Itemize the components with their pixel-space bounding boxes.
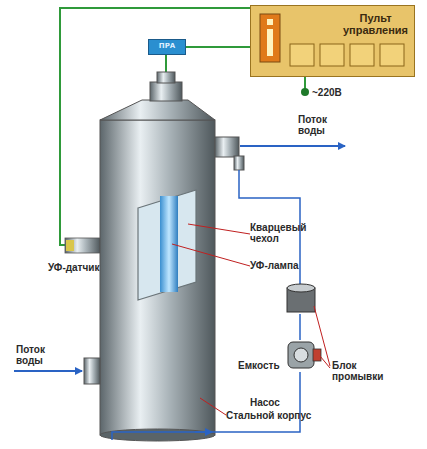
outlet-pipe (215, 137, 239, 157)
leader-line (314, 306, 330, 366)
part-label: Поток воды (298, 114, 343, 136)
leader-line (172, 244, 250, 266)
part-label: УФ-лампа (250, 260, 320, 271)
part-label: Насос (250, 397, 300, 408)
sensor-pipe (65, 238, 100, 253)
pump-valve (313, 349, 321, 361)
power-terminal (301, 88, 309, 96)
panel-button (380, 44, 404, 66)
node-text: ПРА (149, 42, 185, 50)
info-icon (260, 14, 280, 62)
outflow-arrow (240, 145, 345, 147)
part-label: Кварцевый чехол (250, 222, 312, 244)
wash-arrow (195, 431, 212, 433)
leader-line (200, 398, 226, 415)
info-dot (267, 19, 273, 25)
body-bottom (100, 429, 215, 441)
pump-impeller (294, 348, 308, 362)
steel-body (100, 120, 215, 435)
tank (287, 288, 315, 312)
lamp-wire (165, 55, 167, 75)
sensor-wire (60, 8, 262, 245)
part-label: Поток воды (16, 344, 61, 366)
panel-button (320, 44, 344, 66)
part-label: Емкость (238, 360, 298, 371)
sensor-head (66, 240, 74, 251)
power-wire (304, 77, 306, 90)
cutaway (138, 190, 196, 300)
part-label: ~220В (312, 87, 362, 98)
wash-line (299, 314, 301, 340)
panel-button (290, 44, 314, 66)
control-wire (186, 47, 250, 48)
pump (288, 342, 314, 368)
part-label: Стальной корпус (226, 410, 336, 421)
control-panel: Пульт управления (250, 5, 415, 77)
panel-button (350, 44, 374, 66)
node-text: Пульт управления (343, 12, 408, 36)
ballast-box: ПРА (148, 39, 186, 55)
drain-pipe (234, 156, 244, 170)
leader-line (320, 356, 330, 368)
part-label: Блок промывки (332, 360, 387, 382)
tank-top (287, 284, 315, 292)
inlet-pipe (84, 358, 100, 384)
body-top (100, 100, 215, 120)
inflow-arrow (14, 370, 82, 372)
uv-lamp (160, 196, 178, 292)
part-label: УФ-датчик (48, 262, 118, 273)
cap (150, 82, 182, 101)
cap-nozzle (157, 72, 175, 83)
leader-line (188, 224, 250, 234)
wash-line (112, 372, 300, 440)
info-bar (267, 29, 273, 56)
